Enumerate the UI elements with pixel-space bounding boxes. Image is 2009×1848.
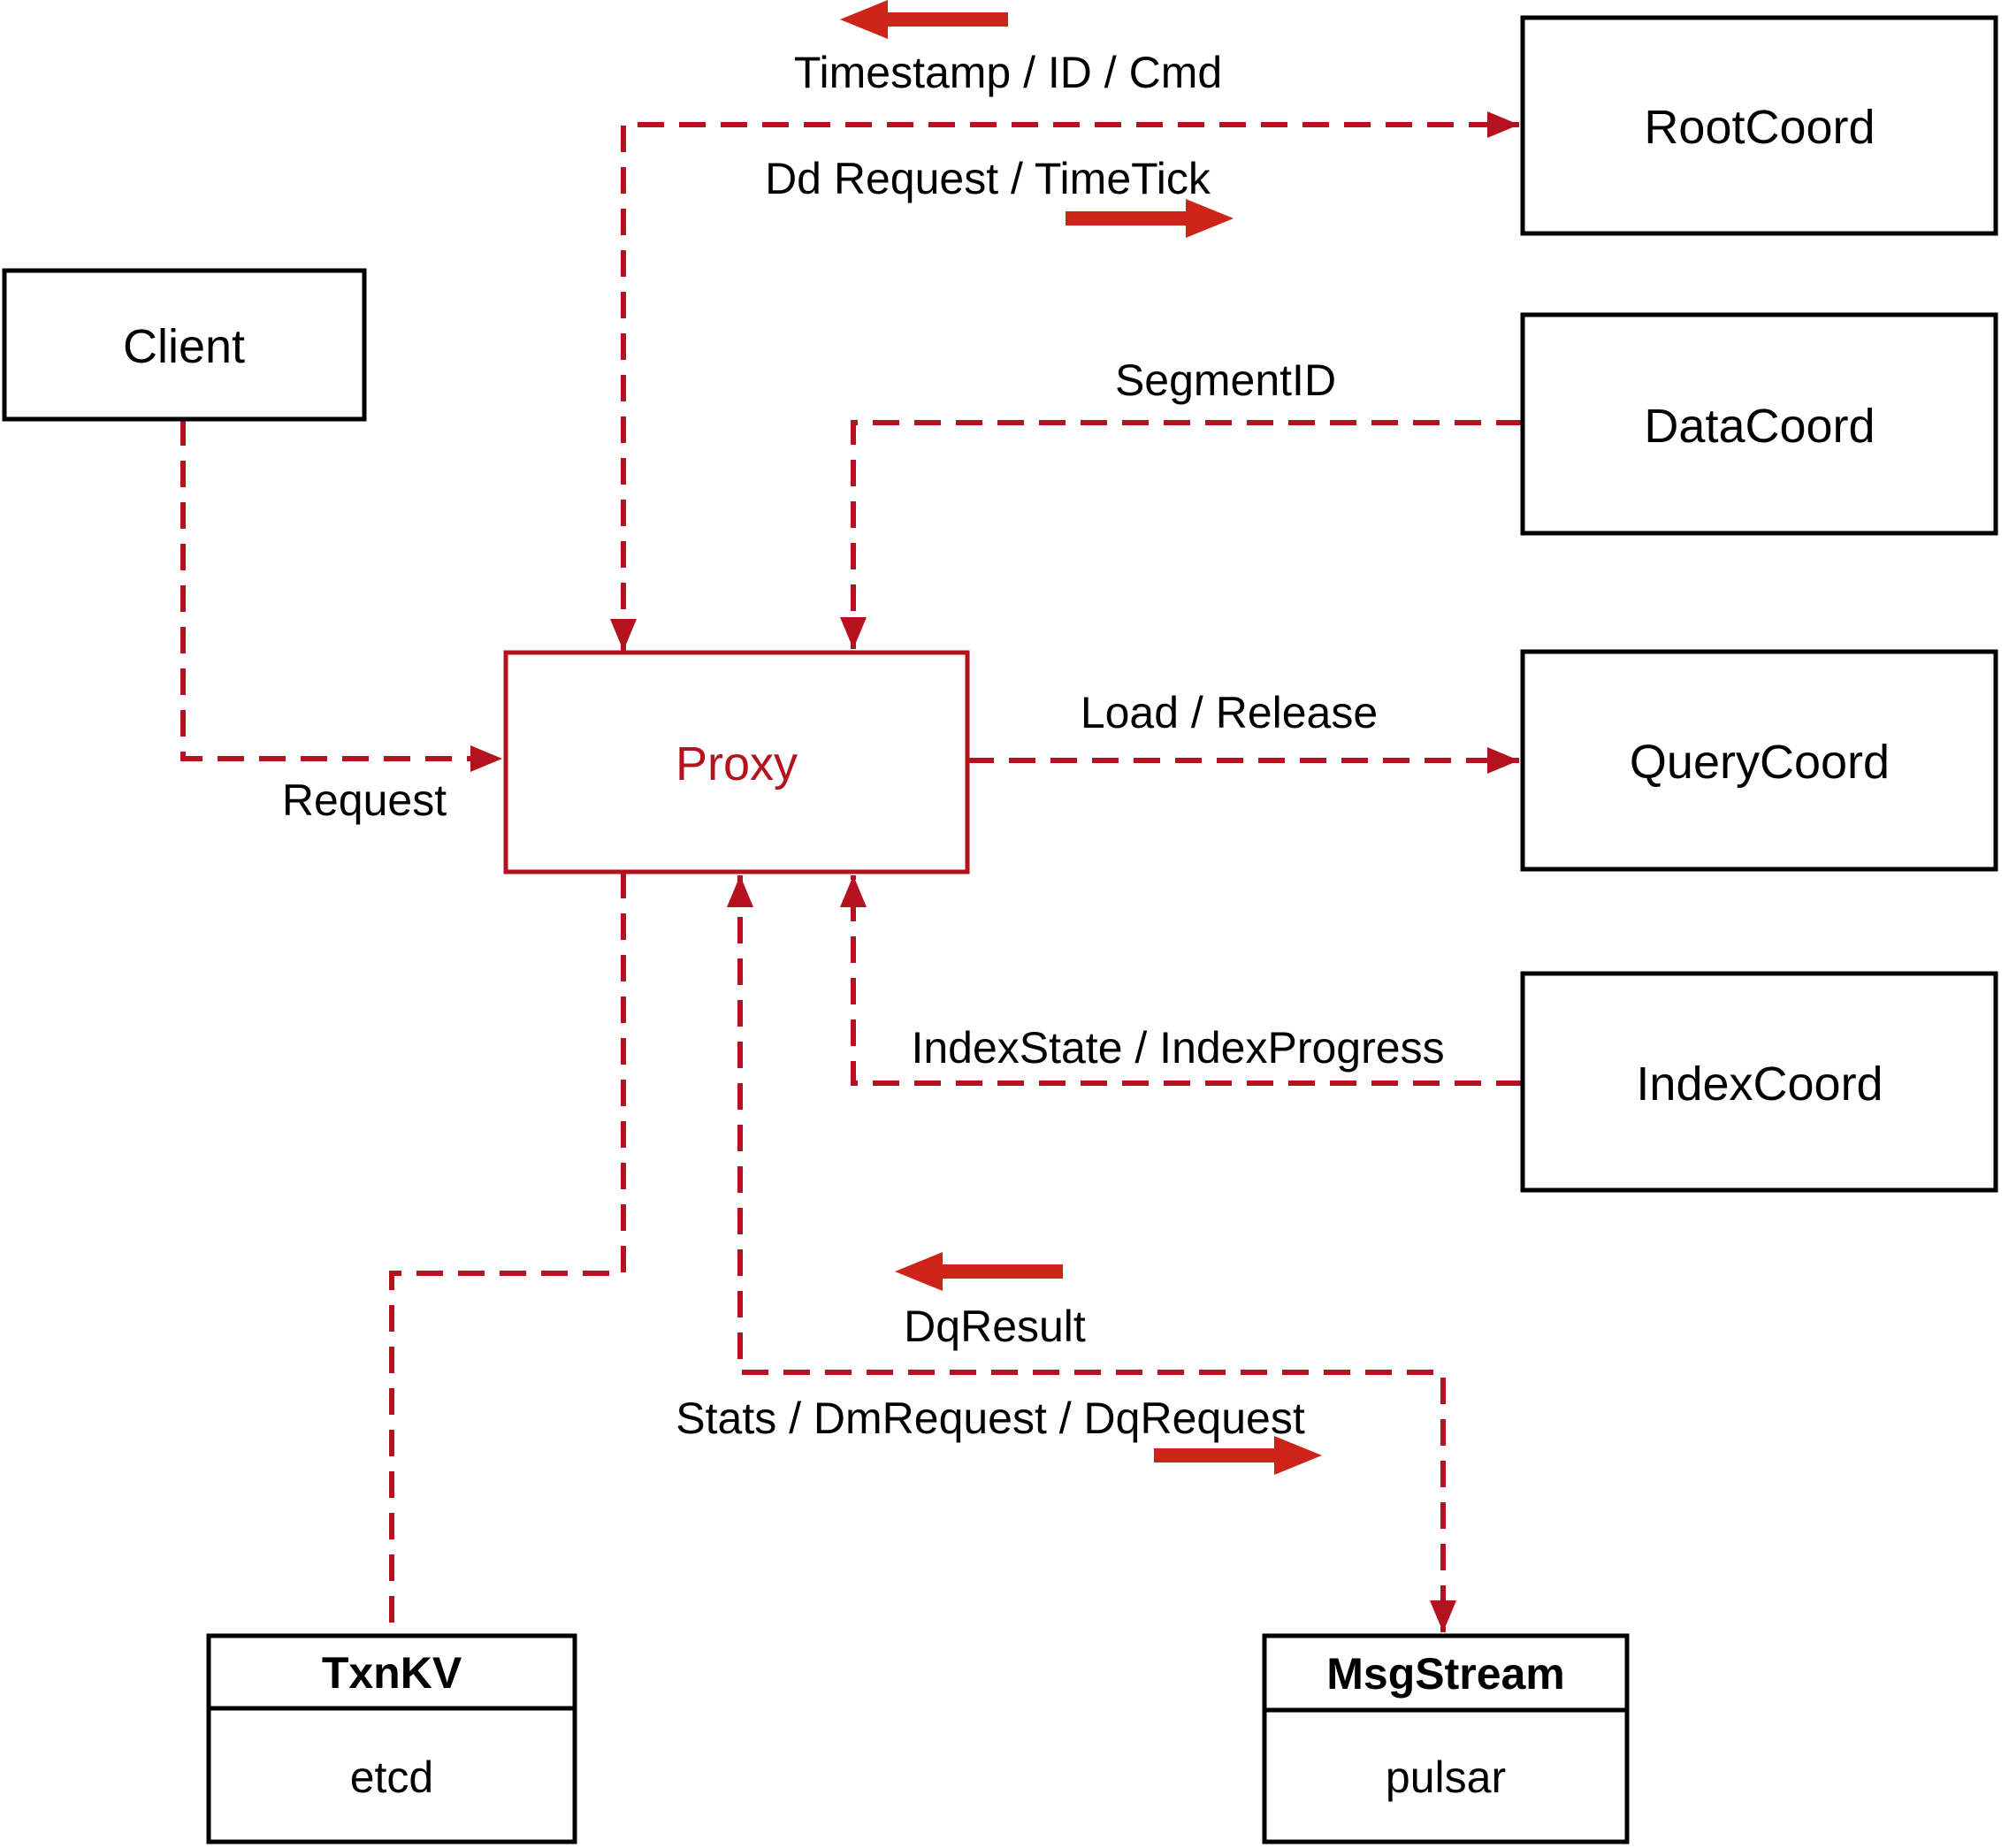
- edge-datacoord-proxy: [840, 420, 1523, 649]
- datacoord-box: [1520, 312, 1998, 536]
- proxy-box: [503, 650, 970, 874]
- txnkv-title: TxnKV: [322, 1648, 462, 1698]
- indexcoord-label: IndexCoord: [1636, 1058, 1883, 1111]
- edge-label-dq-result: DqResult: [904, 1302, 1086, 1351]
- edge-client-proxy: [180, 419, 502, 772]
- edge-label-load-release: Load / Release: [1081, 688, 1378, 737]
- edge-label-segment-id: SegmentID: [1115, 355, 1336, 405]
- querycoord-box: [1520, 649, 1998, 872]
- arrow-right-stats-icon: [1154, 1436, 1322, 1475]
- rootcoord-label: RootCoord: [1644, 101, 1875, 154]
- rootcoord-box: [1520, 15, 1998, 236]
- node-txnkv: TxnKV etcd: [206, 1633, 577, 1844]
- node-client: Client: [2, 268, 367, 422]
- node-indexcoord: IndexCoord: [1520, 971, 1998, 1193]
- client-box: [2, 268, 367, 422]
- edge-label-stats-dm-dq: Stats / DmRequest / DqRequest: [676, 1394, 1305, 1443]
- txnkv-impl-label: etcd: [350, 1753, 434, 1802]
- node-querycoord: QueryCoord: [1520, 649, 1998, 872]
- arrow-left-dqresult-icon: [895, 1252, 1063, 1291]
- client-label: Client: [123, 320, 245, 373]
- indexcoord-box: [1520, 971, 1998, 1193]
- datacoord-label: DataCoord: [1644, 400, 1875, 453]
- edge-label-timestamp-id-cmd: Timestamp / ID / Cmd: [794, 48, 1222, 97]
- node-datacoord: DataCoord: [1520, 312, 1998, 536]
- node-rootcoord: RootCoord: [1520, 15, 1998, 236]
- txnkv-box: [206, 1633, 577, 1844]
- msgstream-box: [1262, 1633, 1630, 1844]
- edge-proxy-msgstream: [727, 875, 1456, 1632]
- node-proxy: Proxy: [503, 650, 970, 874]
- edge-label-request: Request: [282, 775, 447, 825]
- edge-proxy-txnkv: [389, 872, 626, 1636]
- edge-label-dd-request-timetick: Dd Request / TimeTick: [765, 154, 1211, 203]
- edge-label-index-state-progress: IndexState / IndexProgress: [911, 1023, 1444, 1073]
- querycoord-label: QueryCoord: [1630, 736, 1890, 789]
- msgstream-impl-label: pulsar: [1386, 1753, 1506, 1802]
- arrow-left-timestamp-icon: [840, 0, 1008, 39]
- edge-proxy-rootcoord: [610, 111, 1519, 651]
- proxy-label: Proxy: [676, 737, 798, 790]
- node-msgstream: MsgStream pulsar: [1262, 1633, 1630, 1844]
- arrow-right-ddrequest-icon: [1066, 199, 1234, 238]
- msgstream-title: MsgStream: [1326, 1649, 1565, 1699]
